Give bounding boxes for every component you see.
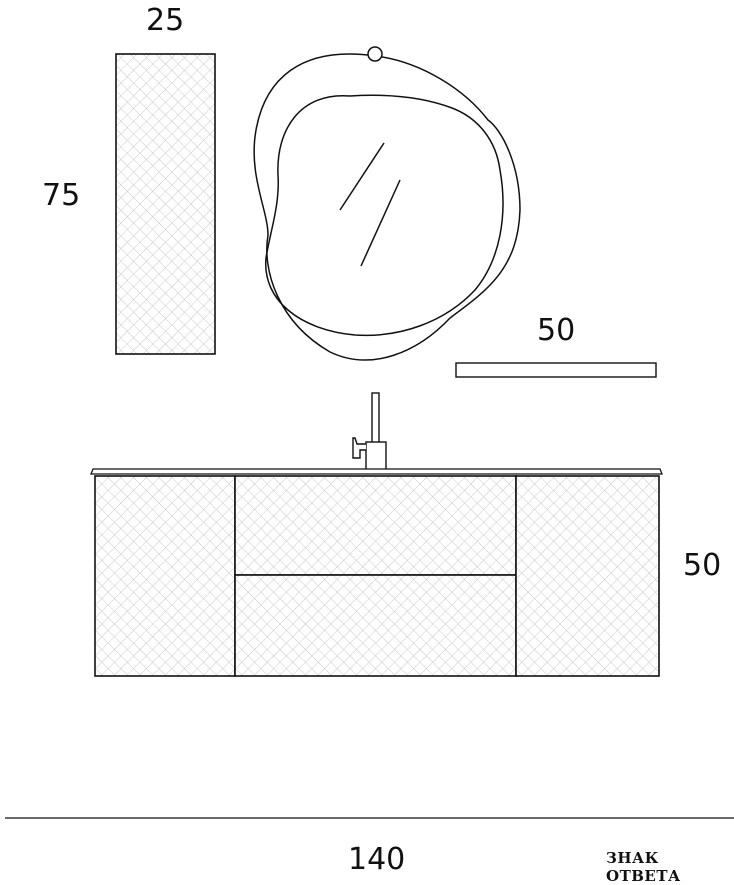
tall-cabinet-width-label: 25 bbox=[146, 3, 185, 38]
mirror-outer-contour bbox=[253, 53, 521, 361]
vanity-right-door bbox=[515, 475, 660, 677]
tall-cabinet-height-label: 75 bbox=[42, 178, 81, 213]
vanity-top-drawer bbox=[234, 475, 517, 576]
floating-shelf bbox=[455, 362, 657, 378]
faucet bbox=[352, 392, 387, 471]
vanity-countertop bbox=[90, 468, 663, 475]
shelf-width-label: 50 bbox=[537, 313, 576, 348]
vanity-height-label: 50 bbox=[683, 548, 722, 583]
vanity-cabinet bbox=[94, 475, 660, 677]
vanity-bottom-drawer bbox=[234, 574, 517, 677]
watermark-text: ЗНАК ОТВЕТА bbox=[606, 849, 681, 885]
faucet-lever bbox=[352, 437, 366, 459]
mirror-inner-contour bbox=[265, 94, 504, 337]
vanity-left-door bbox=[94, 475, 236, 677]
faucet-spout bbox=[371, 392, 380, 446]
tall-wall-cabinet bbox=[115, 53, 216, 355]
total-width-label: 140 bbox=[348, 842, 406, 877]
mirror-reflection-line bbox=[360, 179, 401, 267]
mirror-hook bbox=[367, 46, 383, 62]
mirror bbox=[253, 46, 521, 361]
faucet-body bbox=[365, 441, 387, 471]
mirror-reflection-line bbox=[339, 142, 385, 211]
